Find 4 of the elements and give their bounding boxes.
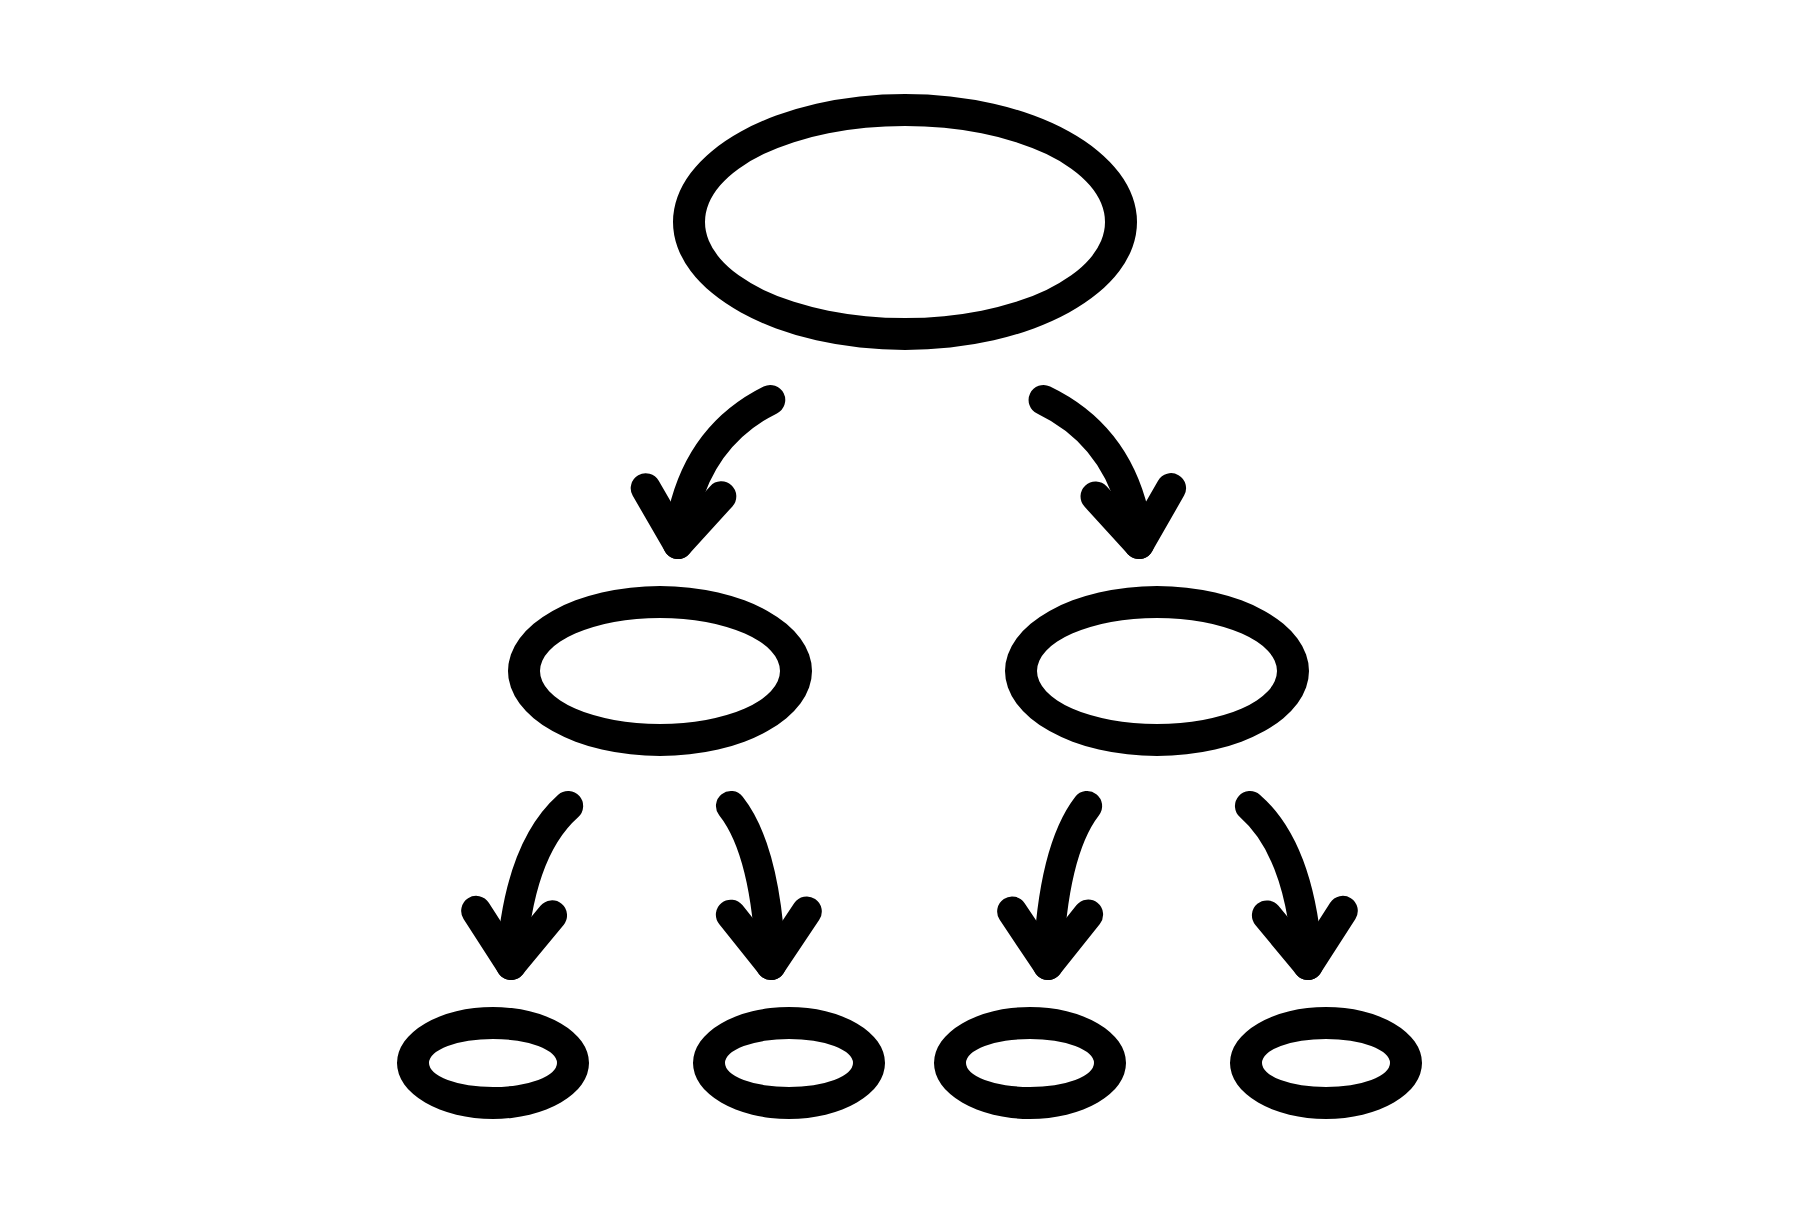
curved-arrow [462,791,584,980]
curved-arrow [1234,791,1357,980]
curved-arrow [715,791,822,980]
curved-arrow [997,791,1104,980]
